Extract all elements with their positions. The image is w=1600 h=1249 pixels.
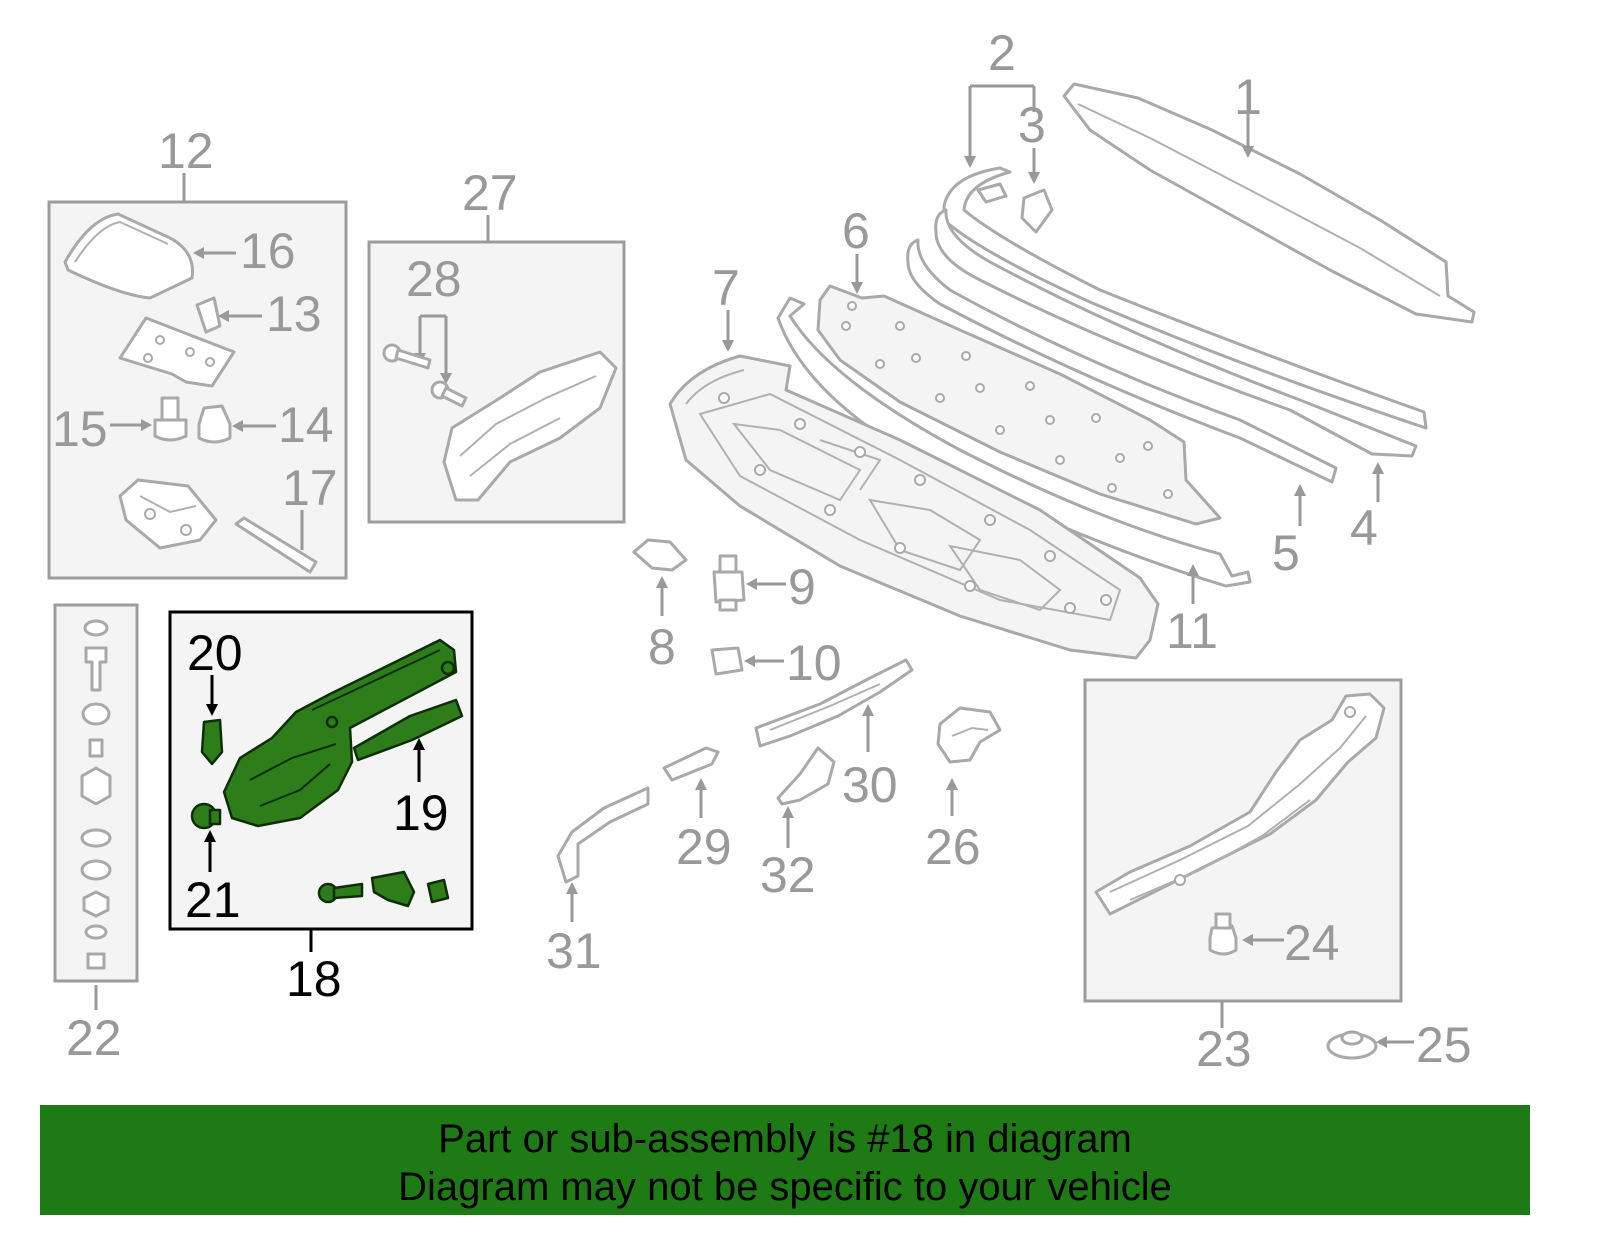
part-30-bracket[interactable] [754,658,914,748]
part-28-bolt-a[interactable] [382,343,432,370]
part-31-rod[interactable] [556,786,650,884]
callout-19: 19 [393,785,449,841]
kit-box-23: 23 24 [1083,678,1403,1077]
part-8-clip[interactable] [632,538,688,572]
callout-14: 14 [278,397,334,453]
part-17-rod[interactable] [234,516,318,574]
part-18-bracket[interactable] [370,870,416,908]
callout-30: 30 [842,757,898,813]
part-1-panel[interactable] [1062,82,1476,324]
part-18-bolt[interactable] [317,882,364,904]
callout-32: 32 [760,847,816,903]
part-24-grommet[interactable] [1208,912,1238,956]
callout-27: 27 [462,165,518,221]
part-23-bracket[interactable] [1094,692,1386,916]
part-16-cover[interactable] [63,212,195,300]
callout-18: 18 [286,951,342,1007]
callout-22: 22 [66,1010,122,1066]
part-3-clip[interactable] [1020,188,1054,234]
callout-2: 2 [988,25,1016,81]
callout-21: 21 [185,872,241,928]
callout-20: 20 [187,625,243,681]
part-14-nut[interactable] [197,404,232,444]
part-7-lid[interactable] [668,354,1160,660]
callout-7: 7 [712,260,740,316]
callout-24: 24 [1284,915,1340,971]
part-20-pin[interactable] [200,718,224,766]
part-2-seal[interactable] [942,166,1428,430]
callout-3: 3 [1018,97,1046,153]
callout-29: 29 [676,819,732,875]
banner-line-1: Part or sub-assembly is #18 in diagram [438,1117,1132,1161]
part-18-main-bracket[interactable] [222,638,458,828]
callout-12: 12 [158,123,214,179]
callout-4: 4 [1350,500,1378,556]
banner-line-2: Diagram may not be specific to your vehi… [398,1165,1172,1209]
fastener-box-22: 22 [53,603,139,1066]
callout-6: 6 [842,203,870,259]
highlighted-assembly-18[interactable]: 18 20 21 19 [168,610,474,1007]
callout-1: 1 [1234,69,1262,125]
callout-23: 23 [1196,1021,1252,1077]
part-18-clip[interactable] [426,878,450,904]
callout-11: 11 [1166,603,1218,659]
callout-25: 25 [1416,1017,1472,1073]
latch-mechanism [118,478,218,550]
callout-15: 15 [52,401,108,457]
part-9-bumper[interactable] [712,554,746,612]
part-4-seal[interactable] [934,208,1418,458]
part-29-clip[interactable] [662,746,720,782]
callout-10: 10 [786,635,842,691]
mounting-plate [118,316,236,388]
callout-13: 13 [266,286,322,342]
callout-26: 26 [925,819,981,875]
kit-box-12: 12 16 13 15 [47,123,348,580]
part-19-reinforcement[interactable] [352,698,464,762]
callout-8: 8 [648,619,676,675]
kit-box-27: 27 28 [367,165,626,524]
part-6-panel[interactable] [816,284,1222,526]
callout-28: 28 [406,251,462,307]
callout-5: 5 [1272,525,1300,581]
part-26-latch[interactable] [936,706,1002,764]
part-15-grommet[interactable] [153,396,188,442]
part-13-clip[interactable] [195,296,222,334]
part-32-bracket[interactable] [776,746,836,806]
bracket-27 [442,350,618,502]
part-25-grommet[interactable] [1326,1030,1378,1060]
part-28-bolt-b[interactable] [430,380,468,408]
callout-17: 17 [282,460,338,516]
callout-9: 9 [788,559,816,615]
part-5-seal[interactable] [906,238,1338,484]
part-21-push-clip[interactable] [190,802,222,830]
info-banner: Part or sub-assembly is #18 in diagram D… [40,1105,1530,1215]
callout-16: 16 [240,223,296,279]
callout-31: 31 [546,923,602,979]
part-10-spacer[interactable] [710,646,744,676]
